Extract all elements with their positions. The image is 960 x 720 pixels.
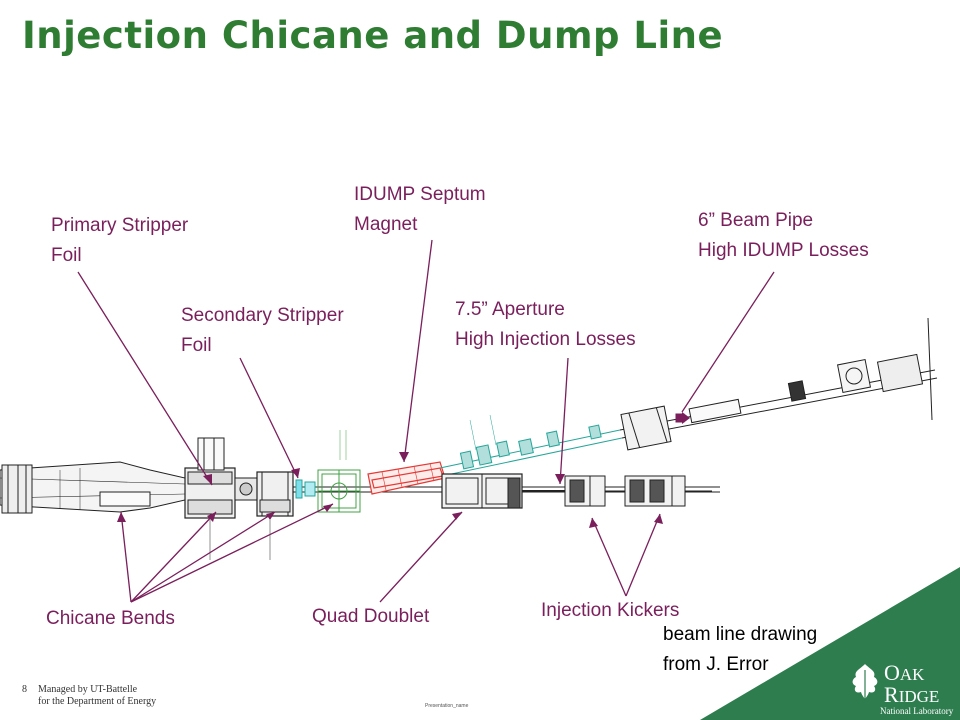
note-line: beam line drawing: [663, 624, 818, 645]
arrow-chicane-1: [120, 511, 132, 603]
label-aperture: 7.5” Aperture High Injection Losses: [455, 295, 636, 355]
label-line: 7.5” Aperture: [455, 299, 565, 320]
arrow-beam-pipe: [681, 271, 775, 413]
logo-ridge: RIDGE: [884, 682, 939, 708]
note-line: from J. Error: [663, 654, 769, 675]
corner-triangle: [700, 567, 960, 720]
arrow-primary-stripper: [77, 271, 213, 486]
label-line: High Injection Losses: [455, 329, 636, 350]
logo-o: O: [884, 660, 900, 685]
oak-leaf-icon: [852, 664, 878, 700]
slide-title: Injection Chicane and Dump Line: [22, 14, 724, 57]
label-quad-doublet: Quad Doublet: [312, 606, 430, 627]
arrow-aperture: [559, 357, 569, 485]
label-line: Secondary Stripper: [181, 305, 344, 326]
logo-r: R: [884, 682, 899, 707]
arrow-chicane-4: [130, 503, 334, 603]
arrow-septum: [403, 239, 433, 463]
label-chicane-bends: Chicane Bends: [46, 608, 175, 629]
arrow-chicane-2: [130, 511, 217, 603]
logo-idge: IDGE: [898, 687, 940, 706]
label-secondary-stripper: Secondary Stripper Foil: [181, 301, 344, 361]
slide-number: 8: [22, 684, 27, 695]
arrow-heads: [117, 412, 690, 528]
arrow-secondary-stripper: [239, 357, 299, 479]
drawing-credit-note: beam line drawing from J. Error: [663, 620, 817, 680]
label-line: Magnet: [354, 214, 418, 235]
label-injection-kickers: Injection Kickers: [541, 600, 680, 621]
septum-magnet: [367, 461, 446, 495]
label-line: High IDUMP Losses: [698, 240, 869, 261]
ornl-logo: OAK RIDGE National Laboratory: [840, 652, 960, 720]
label-line: Foil: [181, 335, 212, 356]
arrow-kicker-2: [625, 513, 661, 597]
logo-ak: AK: [899, 665, 925, 684]
label-idump-septum: IDUMP Septum Magnet: [354, 180, 486, 240]
green-quad-magnet: [317, 430, 361, 513]
main-line-right: [441, 473, 712, 509]
dump-line-far: [619, 317, 938, 451]
label-beam-pipe: 6” Beam Pipe High IDUMP Losses: [698, 206, 869, 266]
footer-managed-by: Managed by UT-Battelle: [38, 684, 138, 695]
arrow-chicane-3: [130, 511, 276, 603]
label-line: IDUMP Septum: [354, 184, 486, 205]
logo-national-lab: National Laboratory: [880, 706, 954, 716]
arrow-quad-doublet: [379, 511, 463, 603]
annotation-arrows: [77, 239, 775, 603]
dump-beam-line: [439, 414, 623, 477]
label-line: 6” Beam Pipe: [698, 210, 814, 231]
label-line: Primary Stripper: [51, 215, 189, 236]
presentation-name: Presentation_name: [425, 703, 469, 709]
arrow-kicker-1: [591, 517, 627, 597]
footer-for-doe: for the Department of Energy: [38, 696, 157, 707]
logo-oak: OAK: [884, 660, 924, 686]
label-primary-stripper: Primary Stripper Foil: [51, 211, 188, 271]
label-line: Foil: [51, 245, 82, 266]
